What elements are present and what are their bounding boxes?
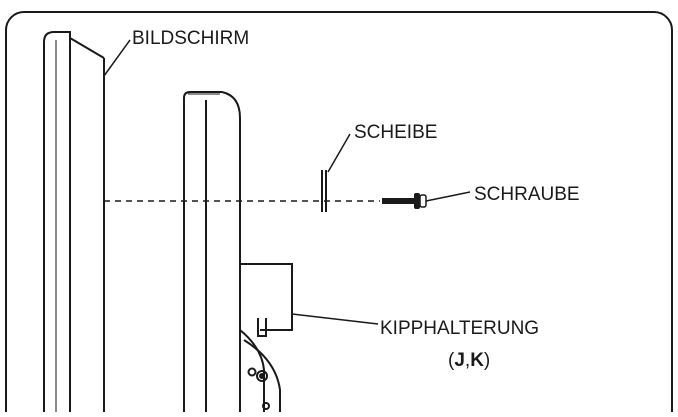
- label-screen: BILDSCHIRM: [132, 28, 249, 49]
- screw-leader-line: [425, 191, 471, 202]
- screw-shape: [382, 193, 427, 209]
- screen-panel: [43, 31, 105, 412]
- label-tilt-bracket: KIPPHALTERUNG: [380, 318, 539, 339]
- part-j-label: J: [454, 350, 465, 371]
- tilt-bracket-shape: [183, 91, 293, 412]
- label-washer: SCHEIBE: [354, 122, 437, 143]
- parts-close-paren: ): [484, 350, 490, 371]
- parts-separator: ,: [465, 350, 470, 371]
- part-k-label: K: [470, 350, 484, 371]
- washer-leader-line: [327, 133, 351, 173]
- parts-open-paren: (: [448, 350, 455, 371]
- screen-leader-line: [103, 39, 131, 77]
- label-parts-reference: (J,K): [448, 350, 490, 371]
- diagram-frame: [5, 11, 673, 417]
- label-screw: SCHRAUBE: [474, 184, 580, 205]
- washer-shape: [321, 170, 327, 212]
- tilt-bracket-leader-line: [291, 313, 379, 325]
